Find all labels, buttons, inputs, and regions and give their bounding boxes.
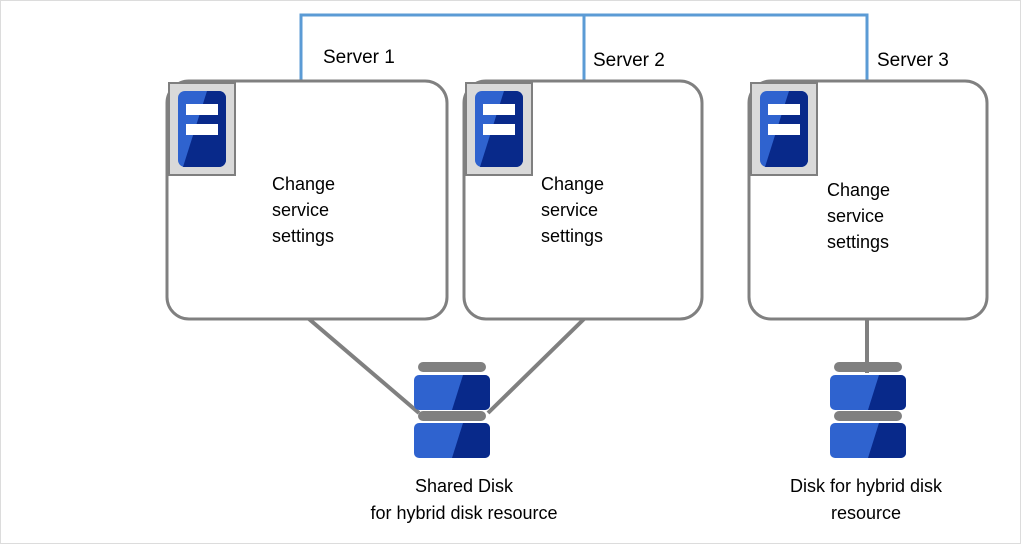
server-2-node[interactable] bbox=[464, 81, 702, 319]
server-icon-1 bbox=[168, 82, 236, 176]
disk-connectors bbox=[307, 317, 869, 415]
connector-server2-shared-disk bbox=[486, 317, 586, 415]
server-box-1[interactable] bbox=[165, 79, 449, 321]
server-icon-2 bbox=[465, 82, 533, 176]
connector-server1-shared-disk bbox=[307, 317, 421, 415]
server-2-body-text: Change service settings bbox=[541, 174, 605, 246]
server-3-body-text: Change service settings bbox=[827, 180, 891, 252]
shared-disk-caption: Shared Disk for hybrid disk resource bbox=[370, 476, 558, 523]
hybrid-disk-icon bbox=[830, 362, 906, 458]
server-3-node[interactable] bbox=[749, 81, 987, 319]
shared-disk-node[interactable] bbox=[414, 361, 490, 459]
server-2-label: Server 2 bbox=[593, 50, 665, 71]
hybrid-disk-node[interactable] bbox=[830, 361, 906, 459]
server-icon-3 bbox=[750, 82, 818, 176]
server-1-label: Server 1 bbox=[323, 47, 395, 68]
shared-disk-icon bbox=[414, 362, 490, 458]
server-1-body-text: Change service settings bbox=[272, 174, 336, 246]
hybrid-disk-caption: Disk for hybrid disk resource bbox=[789, 476, 943, 523]
server-1-node[interactable] bbox=[167, 81, 447, 319]
network-interconnect bbox=[299, 13, 869, 81]
server-3-label: Server 3 bbox=[877, 50, 949, 71]
